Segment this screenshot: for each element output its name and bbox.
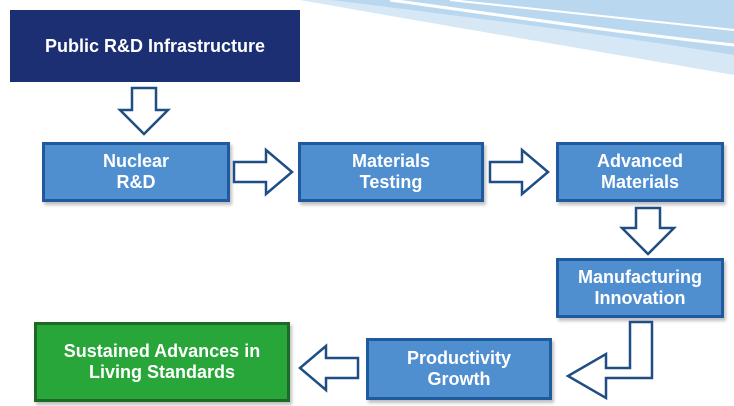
node-label: Nuclear R&D <box>102 151 170 192</box>
arrow-bent-left <box>565 320 654 401</box>
node-label: Public R&D Infrastructure <box>44 35 266 56</box>
arrow-right-2 <box>488 147 550 197</box>
node-label: Sustained Advances in Living Standards <box>63 341 261 382</box>
node-label: Materials Testing <box>351 151 431 192</box>
arrow-down-1 <box>116 86 172 136</box>
node-label: Manufacturing Innovation <box>578 267 702 308</box>
arrow-right-1 <box>232 147 294 197</box>
arrow-down-2 <box>618 206 678 256</box>
arrow-left-1 <box>298 343 360 393</box>
node-nuclear-rd: Nuclear R&D <box>42 142 230 202</box>
node-label: Productivity Growth <box>406 348 512 389</box>
decorative-wave <box>300 0 734 75</box>
node-materials-testing: Materials Testing <box>298 142 484 202</box>
node-advanced-materials: Advanced Materials <box>556 142 724 202</box>
node-productivity-growth: Productivity Growth <box>366 338 552 400</box>
node-sustained-advances-living-standards: Sustained Advances in Living Standards <box>34 322 290 402</box>
node-public-rd-infrastructure: Public R&D Infrastructure <box>10 10 300 82</box>
node-label: Advanced Materials <box>596 151 684 192</box>
node-manufacturing-innovation: Manufacturing Innovation <box>556 258 724 318</box>
